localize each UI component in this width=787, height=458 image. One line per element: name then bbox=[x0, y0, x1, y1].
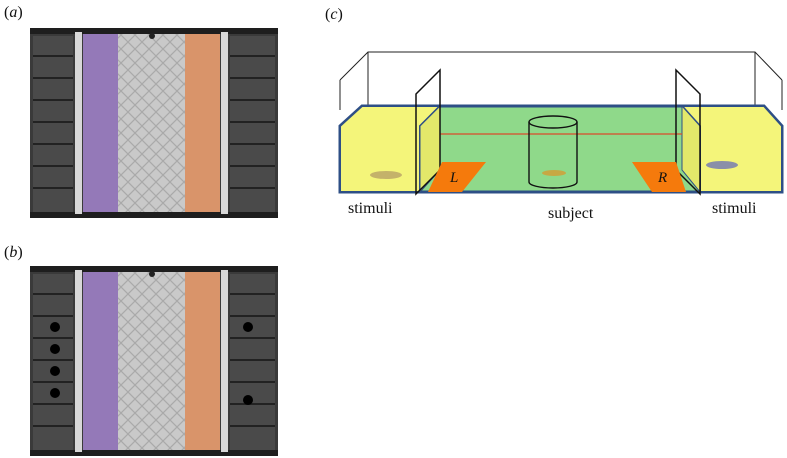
purple-zone-a bbox=[83, 34, 118, 212]
subject-cylinder bbox=[528, 115, 578, 189]
panel-label-b: (b) bbox=[4, 244, 23, 261]
right-compartments-b bbox=[230, 274, 275, 450]
orange-zone-b bbox=[185, 272, 220, 450]
stimulus-dot-left-2 bbox=[50, 344, 60, 354]
stimulus-fish-right bbox=[706, 161, 738, 169]
panel-label-c: (c) bbox=[325, 6, 343, 23]
label-subject: subject bbox=[548, 205, 594, 222]
stimulus-dot-left-1 bbox=[50, 322, 60, 332]
label-stimuli-right: stimuli bbox=[712, 200, 757, 217]
center-mesh-a bbox=[118, 34, 185, 212]
stimulus-dot-right-1 bbox=[243, 322, 253, 332]
divider-left-b bbox=[75, 270, 82, 452]
orange-zone-a bbox=[185, 34, 220, 212]
stimulus-dot-right-2 bbox=[243, 395, 253, 405]
stimulus-dot-left-4 bbox=[50, 388, 60, 398]
zone-label-right: R bbox=[657, 170, 667, 186]
center-mesh-b bbox=[118, 272, 185, 450]
zone-label-left: L bbox=[449, 170, 458, 186]
tank-photo-a bbox=[30, 28, 278, 218]
zone-left bbox=[428, 162, 486, 192]
apparatus-schematic-c: L R bbox=[338, 51, 784, 196]
subject-fish bbox=[542, 170, 566, 176]
divider-left-a bbox=[75, 32, 82, 214]
right-compartments-a bbox=[230, 36, 275, 212]
label-stimuli-left: stimuli bbox=[348, 200, 393, 217]
tank-wireframe bbox=[339, 51, 783, 110]
purple-zone-b bbox=[83, 272, 118, 450]
divider-right-b bbox=[221, 270, 228, 452]
stimulus-dot-left-3 bbox=[50, 366, 60, 376]
tank-photo-b bbox=[30, 266, 278, 456]
zone-right bbox=[632, 162, 686, 192]
panel-label-a: (a) bbox=[4, 4, 23, 21]
stimulus-fish-left bbox=[370, 171, 402, 179]
divider-right-a bbox=[221, 32, 228, 214]
left-compartments-a bbox=[33, 36, 73, 212]
left-compartments-b bbox=[33, 274, 73, 450]
